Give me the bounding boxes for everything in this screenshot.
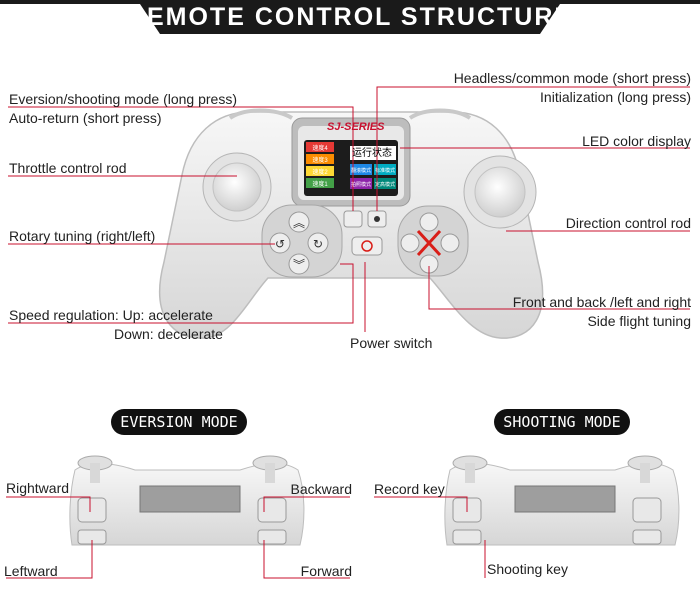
label-power: Power switch (350, 335, 433, 351)
eversion-leaders (6, 496, 350, 579)
label-headless: Headless/common mode (short press) (453, 70, 691, 86)
screen-status: 运行状态 (352, 148, 392, 159)
label-speed-down: Down: decelerate (114, 326, 223, 342)
screen-mode-label: 拍照模式 (351, 181, 371, 188)
shooting-leaders (374, 496, 486, 578)
shooting-mode-title: SHOOTING MODE (494, 409, 630, 435)
banner-shape (0, 0, 700, 34)
title-banner: REMOTE CONTROL STRUCTURE (0, 0, 700, 36)
leader-lines (8, 86, 690, 332)
screen-speed-label: 速度3 (312, 156, 328, 164)
label-rotary: Rotary tuning (right/left) (9, 228, 156, 244)
svg-text:︽: ︽ (293, 216, 305, 230)
screen-mode-label: 定高模式 (375, 181, 395, 188)
screen-speed-label: 速度2 (312, 168, 328, 176)
label-leftward: Leftward (4, 563, 58, 579)
label-speed-regulation: Speed regulation: Up: accelerate (9, 307, 213, 323)
label-backward: Backward (290, 481, 352, 497)
screen-speed-label: 速度4 (312, 144, 328, 152)
shooting-controller (444, 455, 680, 546)
label-eversion-shooting: Eversion/shooting mode (long press) (9, 91, 238, 107)
label-record-key: Record key (374, 481, 445, 497)
screen-mode-label: 翻滚模式 (351, 167, 371, 174)
label-throttle: Throttle control rod (9, 160, 127, 176)
eversion-controller (69, 455, 305, 546)
label-auto-return: Auto-return (short press) (9, 110, 162, 126)
label-rightward: Rightward (6, 480, 70, 496)
label-side-flight: Side flight tuning (587, 313, 691, 329)
svg-text:↻: ↻ (313, 237, 323, 251)
label-front-back: Front and back /left and right (512, 294, 691, 310)
screen-speed-label: 速度1 (312, 180, 328, 188)
label-initialization: Initialization (long press) (540, 89, 691, 105)
svg-text:↺: ↺ (275, 237, 285, 251)
label-shooting-key: Shooting key (487, 561, 568, 577)
screen-brand: SJ-SERIES (327, 121, 385, 133)
svg-text:︾: ︾ (293, 258, 305, 272)
power-button (351, 236, 383, 256)
page-title: REMOTE CONTROL STRUCTURE (126, 3, 574, 31)
eversion-mode-title: EVERSION MODE (111, 409, 247, 435)
screen-mode-label: 标准模式 (375, 167, 395, 174)
label-direction: Direction control rod (565, 215, 691, 231)
label-led: LED color display (582, 133, 691, 149)
led-screen (304, 140, 398, 196)
label-forward: Forward (300, 563, 352, 579)
